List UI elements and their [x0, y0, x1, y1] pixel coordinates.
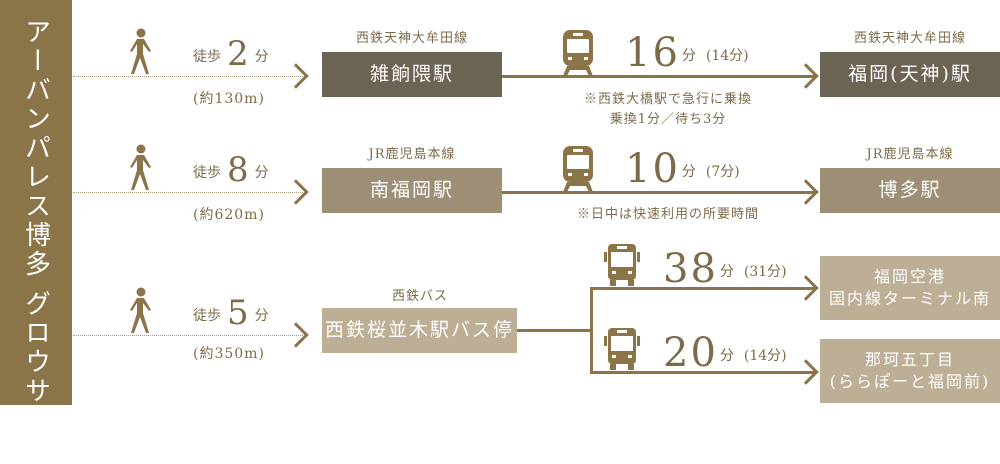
- time-note: ※日中は快速利用の所要時間: [576, 207, 760, 222]
- arrow-head-icon: [793, 359, 819, 385]
- station-name: 西鉄桜並木駅バス停: [324, 318, 514, 341]
- route-line: [517, 329, 591, 332]
- station-name: 雑餉隈駅: [369, 62, 454, 85]
- route-line: [502, 191, 816, 194]
- stop-name-detail: (ららぽーと福岡前): [829, 372, 991, 391]
- station-destination: 福岡(天神)駅: [820, 52, 1000, 97]
- bus-stop-destination: 那珂五丁目 (ららぽーと福岡前): [820, 339, 1000, 403]
- walk-path: [73, 192, 303, 193]
- bus-stop-destination: 福岡空港国内線ターミナル南: [820, 256, 1000, 320]
- line-name: JR鹿児島本線: [866, 147, 954, 162]
- arrow-head-icon: [793, 63, 819, 89]
- walking-person-icon: [126, 28, 156, 76]
- station-name: 南福岡駅: [369, 178, 454, 201]
- stop-name: 福岡空港: [873, 267, 946, 287]
- train-icon: [562, 30, 594, 76]
- walk-distance: (約350m): [193, 346, 265, 362]
- bus-icon: [604, 244, 640, 286]
- bus-icon: [604, 328, 640, 370]
- walk-distance: (約620m): [193, 207, 265, 223]
- walk-distance: (約130m): [193, 91, 265, 107]
- walk-path: [73, 76, 303, 77]
- line-name: 西鉄天神大牟田線: [853, 31, 967, 46]
- line-name: 西鉄天神大牟田線: [355, 31, 469, 46]
- stop-name: 那珂五丁目: [864, 350, 955, 370]
- property-name: アーバンパレス博多 グロウサイド: [20, 18, 51, 464]
- station-origin: 南福岡駅: [322, 168, 502, 213]
- transfer-note: ※西鉄大橋駅で急行に乗換乗換1分／待ち3分: [583, 92, 753, 128]
- walking-person-icon: [126, 144, 156, 192]
- stop-name-detail: 国内線ターミナル南: [828, 289, 991, 308]
- chevron-right-icon: [283, 322, 309, 348]
- line-name: 西鉄バス: [391, 289, 449, 304]
- line-name: JR鹿児島本線: [368, 147, 456, 162]
- route-branch-line: [590, 287, 593, 374]
- chevron-right-icon: [283, 179, 309, 205]
- arrow-head-icon: [793, 179, 819, 205]
- station-name: 博多駅: [878, 178, 942, 201]
- route-line: [590, 371, 816, 374]
- station-origin: 雑餉隈駅: [322, 52, 502, 97]
- property-name-banner: アーバンパレス博多 グロウサイド: [0, 0, 72, 464]
- train-icon: [562, 146, 594, 192]
- walking-person-icon: [126, 287, 156, 335]
- arrow-head-icon: [793, 275, 819, 301]
- station-name: 福岡(天神)駅: [848, 62, 972, 85]
- bus-stop-origin: 西鉄桜並木駅バス停: [322, 308, 517, 353]
- chevron-right-icon: [283, 63, 309, 89]
- station-destination: 博多駅: [820, 168, 1000, 213]
- route-line: [590, 287, 816, 290]
- walk-path: [73, 335, 303, 336]
- route-line: [502, 75, 816, 78]
